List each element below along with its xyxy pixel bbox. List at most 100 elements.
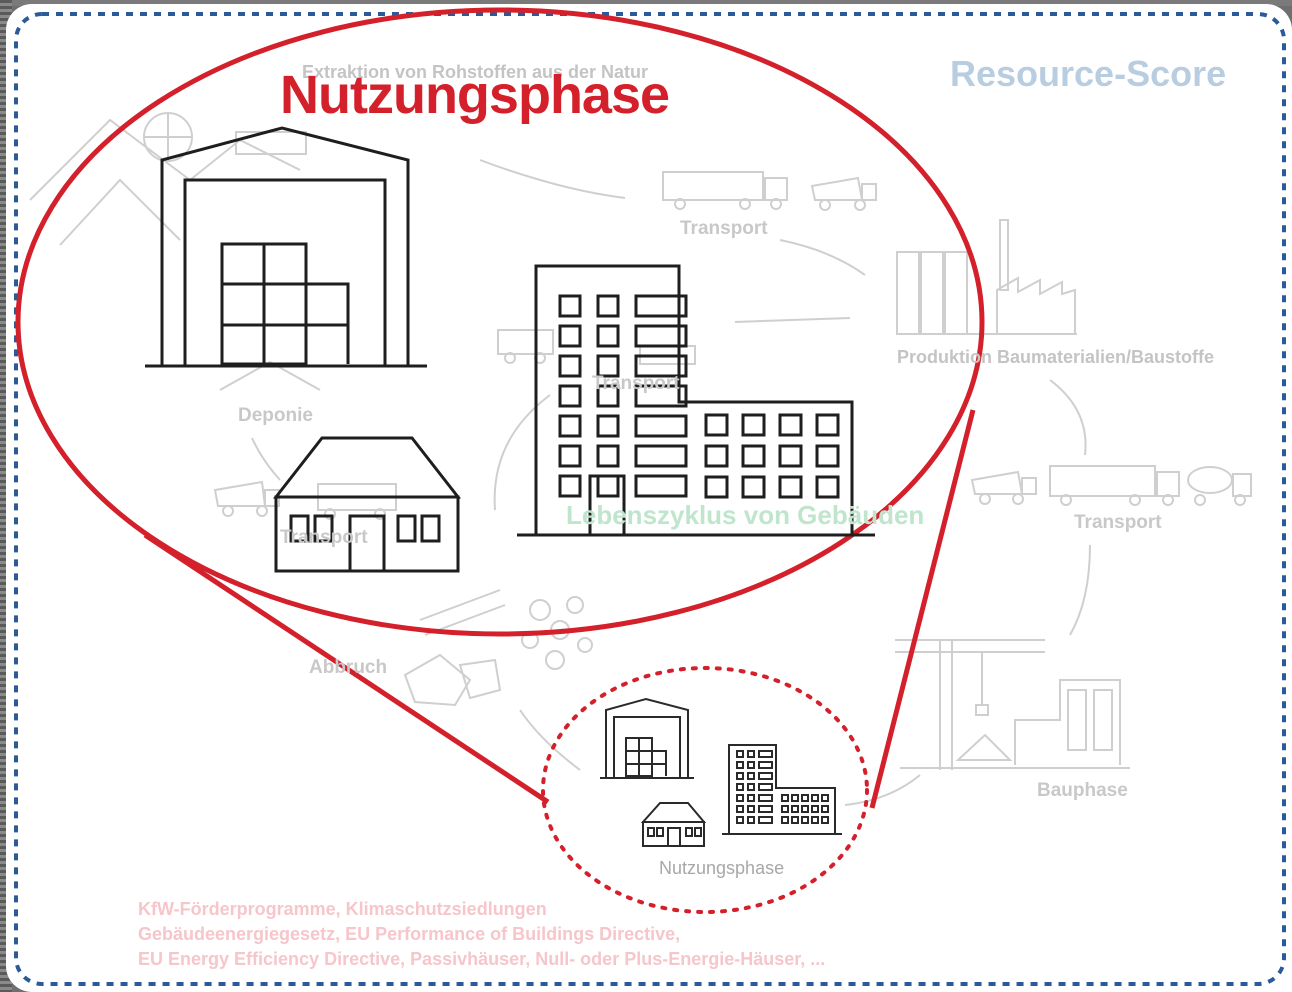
resource-score-title: Resource-Score <box>950 53 1227 94</box>
stage-label-abbruch: Abbruch <box>309 657 388 678</box>
window <box>747 772 755 780</box>
stage-label-deponie: Deponie <box>238 405 313 426</box>
window <box>747 794 755 802</box>
extraction-label: Extraktion von Rohstoffen aus der Natur <box>302 62 649 82</box>
window <box>596 414 620 438</box>
window <box>558 384 582 408</box>
window <box>801 794 809 802</box>
flow-arrow <box>519 709 581 771</box>
window <box>634 324 688 348</box>
window <box>558 324 582 348</box>
window <box>736 750 744 758</box>
window <box>596 384 620 408</box>
window <box>758 805 773 813</box>
window <box>704 444 729 468</box>
crane-icon <box>895 639 1045 770</box>
stage-label-nutzungsphase: Nutzungsphase <box>659 858 785 878</box>
window <box>811 805 819 813</box>
stage-label-transport-mid: Transport <box>592 373 680 394</box>
window <box>815 444 840 468</box>
window <box>758 750 773 758</box>
construction-building-icon <box>900 679 1130 769</box>
stage-label-transport-left: Transport <box>280 527 368 548</box>
dotted-focus-circle <box>541 666 869 914</box>
window <box>736 761 744 769</box>
flow-arrow <box>1069 544 1091 636</box>
window <box>596 294 620 318</box>
window <box>758 816 773 824</box>
debris-icon <box>403 589 593 707</box>
window <box>811 816 819 824</box>
truck-icon <box>317 483 397 520</box>
window <box>778 475 803 499</box>
window <box>781 805 789 813</box>
footer-line-2: Gebäudeenergiegesetz, EU Performance of … <box>138 924 681 944</box>
flow-arrow <box>493 394 551 511</box>
truck-icon <box>662 171 788 210</box>
window <box>747 761 755 769</box>
window <box>736 805 744 813</box>
window <box>634 444 688 468</box>
small-warehouse-icon <box>600 697 694 779</box>
stage-label-bauphase: Bauphase <box>1037 780 1128 801</box>
window <box>781 794 789 802</box>
flow-arrow <box>1049 379 1087 456</box>
window <box>741 444 766 468</box>
window <box>558 474 582 498</box>
window <box>736 783 744 791</box>
center-lifecycle-label: Lebenszyklus von Gebäuden <box>566 500 925 530</box>
window <box>634 414 688 438</box>
window <box>778 444 803 468</box>
window <box>736 794 744 802</box>
flow-arrow <box>479 159 626 199</box>
window <box>747 816 755 824</box>
factory-icon <box>896 219 1077 335</box>
window <box>596 444 620 468</box>
window <box>747 750 755 758</box>
window <box>801 805 809 813</box>
window <box>558 444 582 468</box>
window <box>747 783 755 791</box>
window <box>821 794 829 802</box>
window <box>736 772 744 780</box>
window <box>758 772 773 780</box>
office-building-icon <box>517 264 875 537</box>
window <box>634 474 688 498</box>
zoom-bubble <box>15 7 985 637</box>
window <box>791 816 799 824</box>
window <box>741 413 766 437</box>
window <box>778 413 803 437</box>
window <box>791 794 799 802</box>
window <box>634 474 688 498</box>
stage-label-produktion: Produktion Baumaterialien/Baustoffe <box>897 347 1215 367</box>
window <box>558 294 582 318</box>
window <box>821 816 829 824</box>
flow-arrow <box>251 437 281 481</box>
window <box>821 805 829 813</box>
window <box>747 805 755 813</box>
landfill-icon <box>219 360 321 391</box>
mixer-truck-icon <box>1187 466 1252 506</box>
flow-arrow <box>734 317 851 323</box>
callout-line-left <box>143 532 550 805</box>
small-house-icon <box>640 802 707 847</box>
window <box>634 354 688 378</box>
window <box>801 816 809 824</box>
window <box>596 354 620 378</box>
background-edge-top <box>0 0 1292 6</box>
dump-truck-icon <box>810 176 877 211</box>
flow-arrow <box>844 774 921 806</box>
window <box>704 475 729 499</box>
window <box>758 794 773 802</box>
callout-line-right <box>869 409 976 809</box>
footer-line-3: EU Energy Efficiency Directive, Passivhä… <box>138 949 826 969</box>
stage-label-transport-top: Transport <box>680 218 768 239</box>
footer-line-1: KfW-Förderprogramme, Klimaschutzsiedlung… <box>138 899 547 919</box>
window <box>634 384 688 408</box>
dump-truck-icon <box>970 470 1037 505</box>
house-icon <box>272 436 462 573</box>
window <box>736 816 744 824</box>
dashed-frame <box>14 12 1286 986</box>
window <box>758 783 773 791</box>
